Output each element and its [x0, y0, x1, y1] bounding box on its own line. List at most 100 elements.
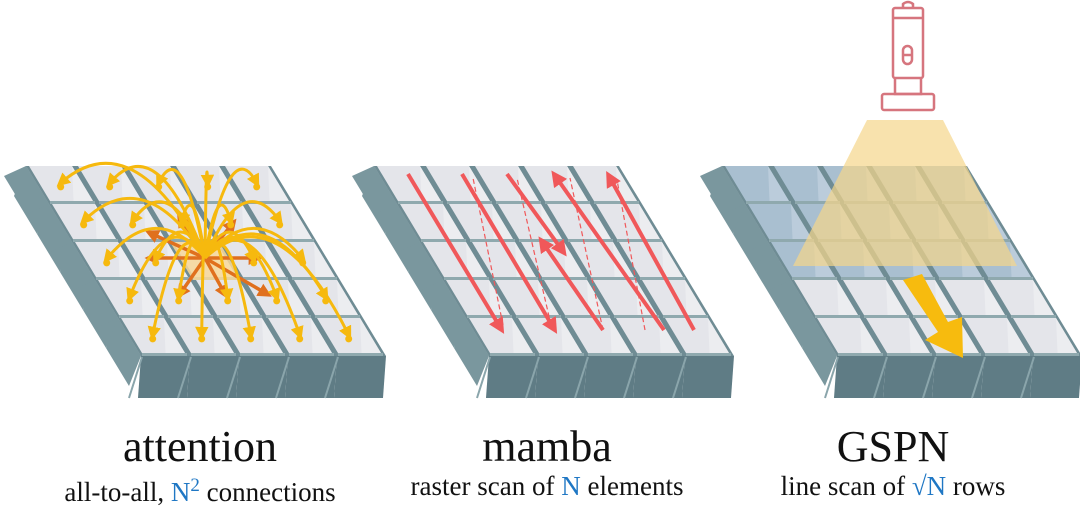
cube-lip	[73, 239, 118, 242]
cube-lip	[122, 239, 167, 242]
cube-lip	[168, 315, 213, 318]
scan-return-dashed-line	[569, 177, 604, 331]
cube-lip	[266, 315, 311, 318]
target-dot	[273, 297, 281, 305]
cube-lip	[792, 277, 837, 280]
cube-top-highlight	[337, 280, 358, 315]
local-connection-arrow	[204, 256, 272, 297]
cube-edge	[1020, 356, 1035, 399]
cube-top-highlight	[190, 280, 211, 315]
cube-lip	[470, 239, 515, 242]
target-dot	[175, 297, 183, 305]
cube-top-highlight	[262, 318, 283, 353]
cube-top-highlight	[984, 280, 1005, 315]
mamba-n-symbol: N	[561, 471, 581, 501]
cube-top-highlight	[768, 166, 789, 201]
mamba-raster-scan-arrows	[406, 170, 696, 334]
cube-top-highlight	[95, 204, 116, 239]
cube-lip	[490, 353, 535, 356]
cube-edge	[922, 356, 937, 399]
cube-lip	[838, 353, 883, 356]
flashlight-body	[891, 6, 925, 80]
cube-lip	[795, 201, 840, 204]
cube-lip	[591, 277, 636, 280]
target-dot	[276, 221, 284, 229]
cube-lip	[289, 353, 334, 356]
cube-lip	[769, 239, 814, 242]
cube-front-face	[932, 356, 984, 398]
cube-top-highlight	[685, 280, 706, 315]
cube-top-highlight	[141, 280, 162, 315]
cube-lip	[985, 353, 1030, 356]
target-dot	[149, 335, 157, 343]
scan-arrow-down	[406, 172, 505, 334]
target-dot	[155, 183, 163, 191]
cube-lip	[565, 315, 610, 318]
global-connection-arrow	[203, 203, 235, 259]
cube-top-highlight	[616, 166, 637, 201]
cube-top-highlight	[639, 204, 660, 239]
cube-lip	[191, 353, 236, 356]
cube-top-highlight	[268, 166, 289, 201]
cube-lip	[338, 353, 383, 356]
target-dot	[345, 335, 353, 343]
cube-edge	[873, 356, 888, 399]
attention-subtitle-suffix: connections	[199, 477, 336, 507]
target-dot	[129, 221, 137, 229]
cube-top-highlight	[213, 318, 234, 353]
cube-lip	[686, 353, 731, 356]
cube-top-highlight	[561, 318, 582, 353]
global-connection-arrow	[195, 244, 209, 341]
cube-top-highlight	[518, 166, 539, 201]
target-dot	[224, 297, 232, 305]
cube-lip	[640, 277, 685, 280]
cube-top-highlight	[72, 166, 93, 201]
cube-lip	[545, 201, 590, 204]
cube-lip	[243, 277, 288, 280]
target-dot	[250, 259, 258, 267]
cube-lip	[939, 277, 984, 280]
attention-connections	[56, 161, 353, 343]
cube-edge	[824, 356, 839, 399]
flashlight-icon	[880, 0, 936, 112]
gspn-caption: GSPN line scan of √N rows	[713, 422, 1073, 502]
cube-edge	[672, 356, 687, 399]
flashlight-cap	[901, 0, 915, 8]
cube-front-face	[883, 356, 935, 398]
gspn-subtitle: line scan of √N rows	[713, 471, 1073, 501]
target-dot	[106, 183, 114, 191]
cube-top-highlight	[1056, 318, 1077, 353]
cube-top-highlight	[118, 242, 139, 277]
gspn-subtitle-prefix: line scan of	[780, 471, 912, 501]
cube-edge	[226, 356, 241, 399]
target-dot	[103, 259, 111, 267]
cube-front-face	[138, 356, 190, 398]
mamba-caption: mamba raster scan of N elements	[367, 422, 727, 502]
scan-arrow-up	[606, 170, 696, 331]
cube-front-face	[981, 356, 1033, 398]
attention-grid	[4, 166, 386, 399]
cube-top-highlight	[360, 318, 381, 353]
mamba-subtitle-prefix: raster scan of	[410, 471, 562, 501]
cube-side-face	[454, 318, 489, 386]
target-dot	[126, 297, 134, 305]
cube-lip	[447, 201, 492, 204]
target-dot	[204, 183, 212, 191]
cube-front-face	[334, 356, 386, 398]
cube-lip	[246, 201, 291, 204]
cube-lip	[594, 201, 639, 204]
cube-edge	[128, 356, 143, 399]
cube-top-highlight	[886, 280, 907, 315]
cube-lip	[269, 239, 314, 242]
cube-lip	[614, 315, 659, 318]
target-dot	[247, 335, 255, 343]
cube-lip	[962, 315, 1007, 318]
cube-lip	[398, 201, 443, 204]
cube-lip	[637, 353, 682, 356]
mamba-title: mamba	[482, 422, 612, 471]
cube-lip	[746, 201, 791, 204]
cube-lip	[887, 353, 932, 356]
gspn-title: GSPN	[836, 422, 950, 471]
cube-lip	[240, 353, 285, 356]
cube-lip	[988, 277, 1033, 280]
